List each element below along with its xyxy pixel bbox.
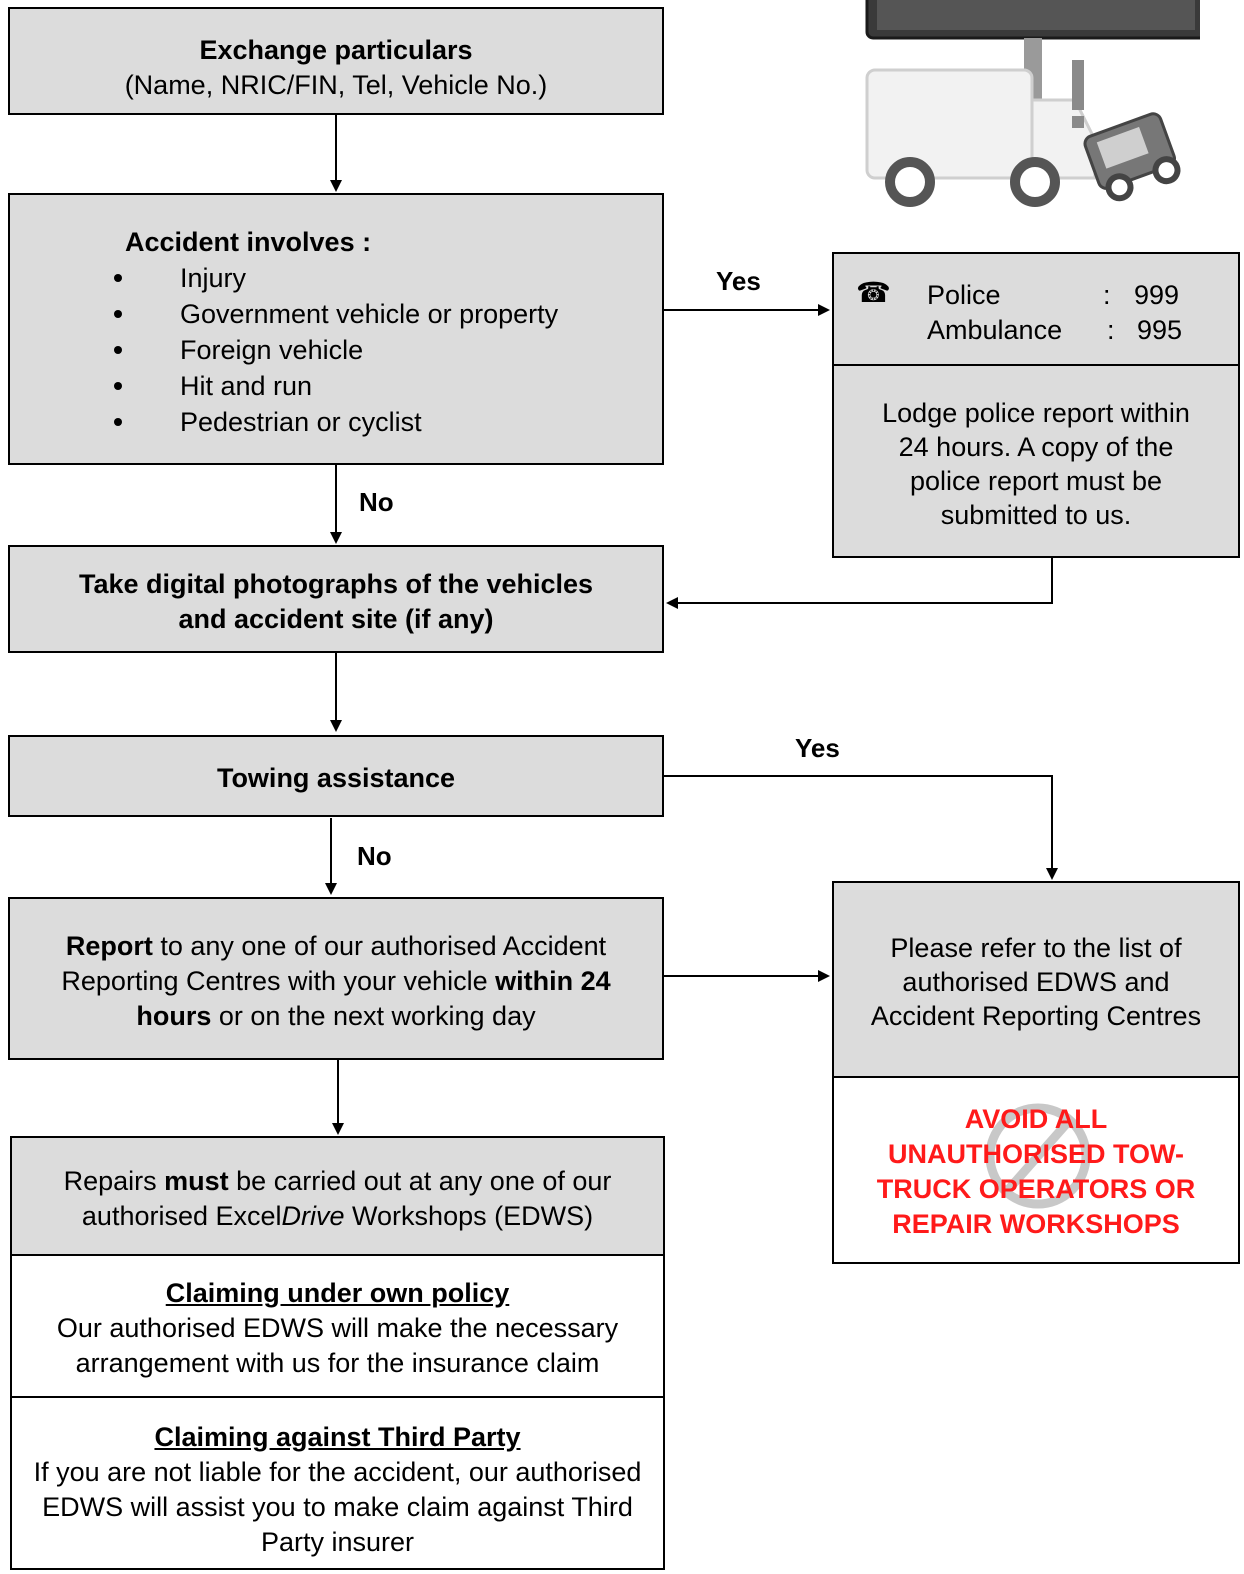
exchange-particulars-box: Exchange particulars (Name, NRIC/FIN, Te… [8, 7, 664, 115]
repairs-box: Repairs must be carried out at any one o… [10, 1136, 665, 1256]
list-item: Government vehicle or property [10, 296, 662, 332]
photos-line2: and accident site (if any) [178, 604, 494, 634]
avoid-line2: UNAUTHORISED TOW- [888, 1139, 1184, 1169]
avoid-line3: TRUCK OPERATORS OR [876, 1174, 1196, 1204]
arrow-towing-yes [663, 775, 1058, 880]
list-item: Pedestrian or cyclist [10, 404, 662, 440]
separator: : [1103, 280, 1111, 310]
exchange-subtitle: (Name, NRIC/FIN, Tel, Vehicle No.) [124, 70, 548, 100]
repairs-bold: must [164, 1166, 229, 1196]
prohibition-icon [985, 1103, 1091, 1209]
repairs-italic: Drive [281, 1201, 345, 1231]
lodge-text: Lodge police report within 24 hours. A c… [882, 398, 1190, 530]
towing-title: Towing assistance [216, 763, 456, 793]
ambulance-label: Ambulance [927, 315, 1063, 345]
refer-text: Please refer to the list of authorised E… [870, 933, 1202, 1031]
avoid-warning-box: AVOID ALL UNAUTHORISED TOW- TRUCK OPERAT… [832, 1076, 1240, 1264]
ambulance-number: 995 [1137, 315, 1183, 345]
emergency-contacts-box: ☎ Police : 999 Ambulance : 995 [832, 252, 1240, 366]
phone-icon: ☎ [856, 277, 891, 308]
police-number: 999 [1134, 280, 1180, 310]
repairs-text-5: Workshops (EDWS) [344, 1201, 594, 1231]
list-item: Injury [10, 260, 662, 296]
no-label-towing: No [357, 841, 392, 871]
refer-list-box: Please refer to the list of authorised E… [832, 881, 1240, 1078]
list-item: Hit and run [10, 368, 662, 404]
own-policy-text: Our authorised EDWS will make the necess… [56, 1313, 619, 1378]
photos-line1: Take digital photographs of the vehicles [78, 569, 594, 599]
truck-car-collision-illustration [865, 0, 1200, 207]
third-party-heading: Claiming against Third Party [154, 1422, 521, 1452]
list-item: Foreign vehicle [10, 332, 662, 368]
take-photographs-box: Take digital photographs of the vehicles… [8, 545, 664, 653]
own-policy-box: Claiming under own policy Our authorised… [10, 1254, 665, 1398]
arrow-lodge-to-photos [666, 558, 1053, 609]
police-label: Police [927, 280, 1001, 310]
report-bold-2: within 24 hours [136, 966, 611, 1031]
separator: : [1107, 315, 1115, 345]
report-text-2: to any one of our authorised Accident Re… [61, 931, 607, 996]
repairs-text-1: Repairs [63, 1166, 165, 1196]
report-text-4: or on the next working day [211, 1001, 536, 1031]
yes-label-towing: Yes [795, 733, 840, 763]
yes-label-accident: Yes [716, 266, 761, 296]
report-bold-1: Report [65, 931, 153, 961]
accident-title: Accident involves : [125, 227, 372, 257]
third-party-text: If you are not liable for the accident, … [33, 1457, 642, 1557]
report-text: Report to any one of our authorised Acci… [30, 929, 642, 1034]
own-policy-heading: Claiming under own policy [165, 1278, 510, 1308]
accident-list: Injury Government vehicle or property Fo… [10, 260, 662, 440]
third-party-box: Claiming against Third Party If you are … [10, 1396, 665, 1570]
towing-assistance-box: Towing assistance [8, 735, 664, 817]
avoid-line4: REPAIR WORKSHOPS [892, 1209, 1180, 1239]
avoid-line1: AVOID ALL [964, 1104, 1108, 1134]
repairs-text-3: be carried out at any one of our authori… [81, 1166, 612, 1231]
report-centre-box: Report to any one of our authorised Acci… [8, 897, 664, 1060]
accident-involves-box: Accident involves : Injury Government ve… [8, 193, 664, 465]
lodge-police-report-box: Lodge police report within 24 hours. A c… [832, 364, 1240, 558]
no-label-accident: No [359, 487, 394, 517]
exchange-title: Exchange particulars [199, 35, 473, 65]
repairs-text: Repairs must be carried out at any one o… [32, 1164, 643, 1234]
